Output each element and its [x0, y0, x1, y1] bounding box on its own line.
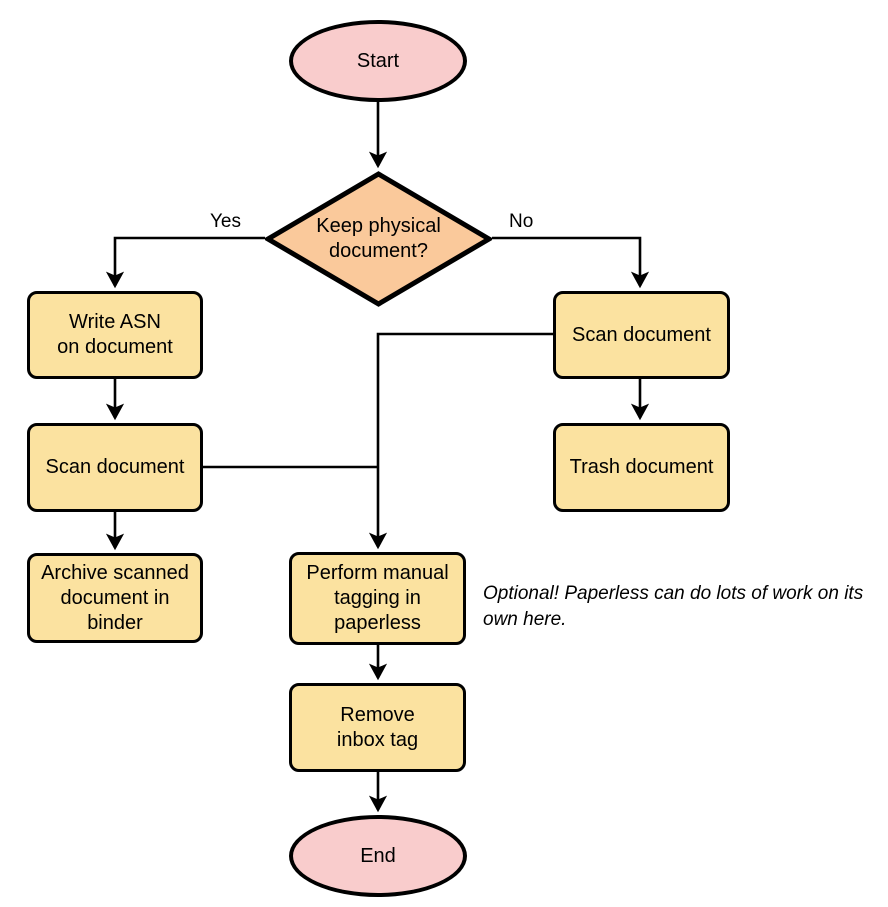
edge-decision-yes-to-write-asn	[105, 236, 265, 289]
node-trash-document-label: Trash document	[569, 456, 714, 478]
node-start-label: Start	[356, 49, 400, 72]
node-remove-inbox-tag[interactable]: Remove inbox tag	[289, 683, 466, 772]
node-trash-document[interactable]: Trash document	[553, 423, 730, 512]
node-archive-scanned-document-label: Archive scanned document in binder	[41, 561, 189, 634]
node-perform-manual-tagging-label: Perform manual tagging in paperless	[306, 562, 449, 634]
node-scan-document-left[interactable]: Scan document	[27, 423, 203, 512]
node-scan-document-left-label: Scan document	[45, 456, 185, 478]
node-write-asn[interactable]: Write ASN on document	[27, 291, 203, 379]
node-start[interactable]: Start	[289, 20, 467, 102]
node-write-asn-label: Write ASN on document	[57, 311, 173, 358]
node-scan-document-right-label: Scan document	[572, 323, 711, 346]
edge-decision-no-to-scan-right	[492, 236, 650, 289]
node-end-label: End	[360, 844, 396, 867]
diamond-shape-icon	[265, 171, 492, 307]
edge-scan-right-to-tagging	[368, 332, 553, 550]
annotation-optional-note: Optional! Paperless can do lots of work …	[483, 583, 864, 630]
node-perform-manual-tagging[interactable]: Perform manual tagging in paperless	[289, 552, 466, 645]
edge-label-no: No	[509, 211, 534, 232]
node-keep-physical-document-label: Keep physical document?	[316, 215, 441, 262]
node-keep-physical-document[interactable]: Keep physical document?	[265, 171, 492, 307]
node-archive-scanned-document[interactable]: Archive scanned document in binder	[27, 553, 203, 643]
node-remove-inbox-tag-label: Remove inbox tag	[336, 703, 419, 751]
node-end[interactable]: End	[289, 815, 467, 897]
edge-label-yes: Yes	[210, 211, 241, 232]
node-scan-document-right[interactable]: Scan document	[553, 291, 730, 379]
